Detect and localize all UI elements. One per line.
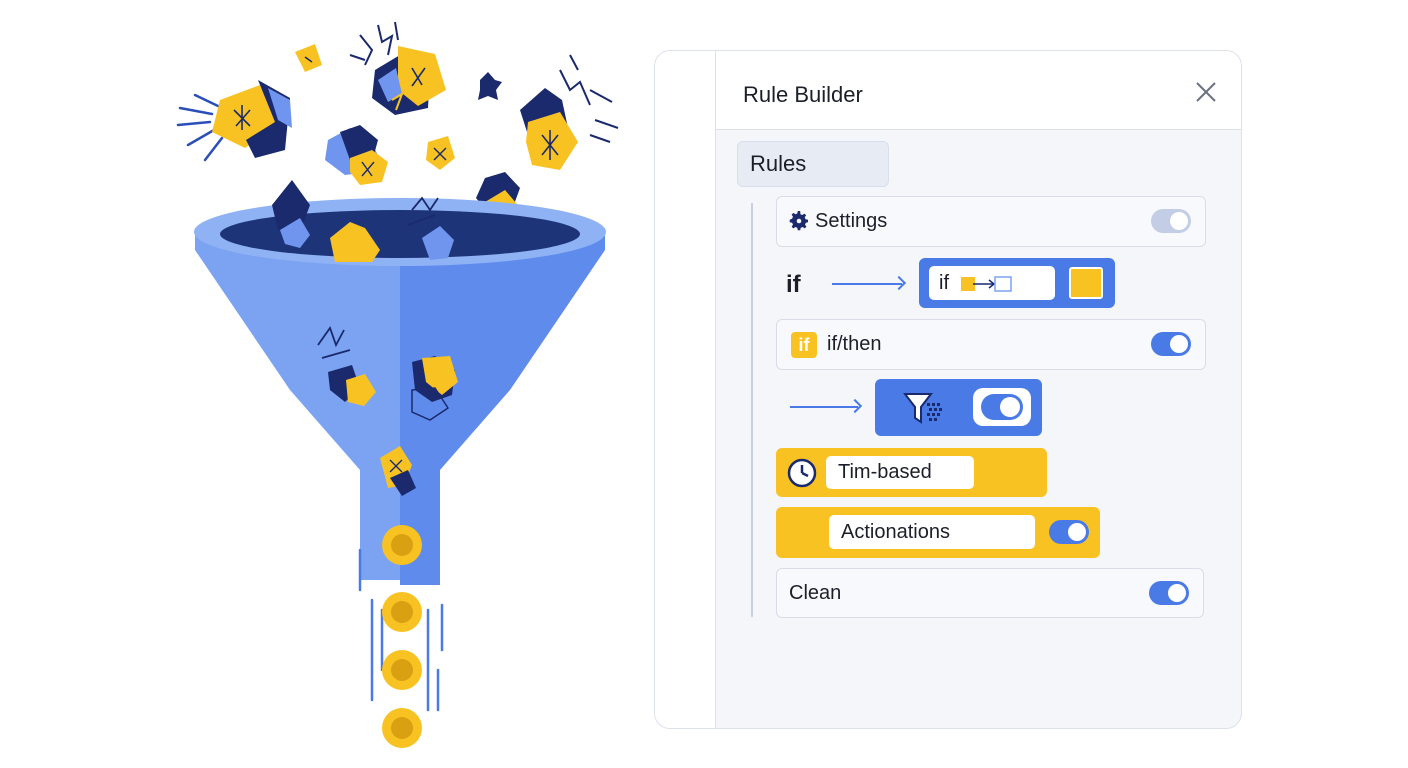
panel-header: Rule Builder <box>716 51 1241 130</box>
funnel-icon <box>903 393 942 424</box>
settings-toggle[interactable] <box>1151 209 1191 233</box>
settings-row[interactable]: Settings <box>776 196 1206 247</box>
if-badge: if <box>791 332 817 358</box>
clean-label: Clean <box>789 582 842 604</box>
panel-title: Rule Builder <box>743 82 863 107</box>
inner-shapes <box>317 326 458 496</box>
connector-icon <box>961 276 1012 292</box>
time-based-block[interactable]: Tim-based <box>776 448 1047 497</box>
settings-label: Settings <box>815 210 888 232</box>
if-condition-input[interactable]: if <box>929 266 1055 300</box>
flying-shapes <box>176 21 619 235</box>
if-keyword: if <box>786 271 801 298</box>
clean-row[interactable]: Clean <box>776 568 1204 618</box>
if-then-row[interactable]: if if/then <box>776 319 1206 370</box>
actionations-toggle[interactable] <box>1049 520 1089 544</box>
filter-block[interactable] <box>875 379 1042 436</box>
if-arrow <box>832 283 902 285</box>
if-then-toggle[interactable] <box>1151 332 1191 356</box>
filter-arrow <box>790 406 858 408</box>
actionations-block[interactable]: Actionations <box>776 507 1100 558</box>
funnel-illustration <box>176 21 619 748</box>
if-condition-block[interactable]: if <box>919 258 1115 308</box>
filter-toggle-frame <box>973 388 1031 426</box>
actionations-input[interactable]: Actionations <box>829 515 1035 549</box>
if-then-label: if/then <box>827 333 882 355</box>
gear-icon <box>789 211 808 231</box>
tree-connector <box>751 203 753 617</box>
if-value-swatch[interactable] <box>1069 267 1103 299</box>
clean-toggle[interactable] <box>1149 581 1189 605</box>
clock-icon <box>787 458 817 488</box>
tab-rules[interactable]: Rules <box>737 141 889 187</box>
close-icon[interactable] <box>1195 81 1217 103</box>
mouth-shapes <box>272 180 454 262</box>
time-based-input[interactable]: Tim-based <box>826 456 974 489</box>
falling-coins <box>358 525 444 748</box>
filter-toggle[interactable] <box>981 394 1023 420</box>
panel-gutter <box>655 51 716 728</box>
rule-builder-panel: Rule Builder Rules Settings if if <box>654 50 1242 729</box>
if-input-text: if <box>939 272 949 294</box>
